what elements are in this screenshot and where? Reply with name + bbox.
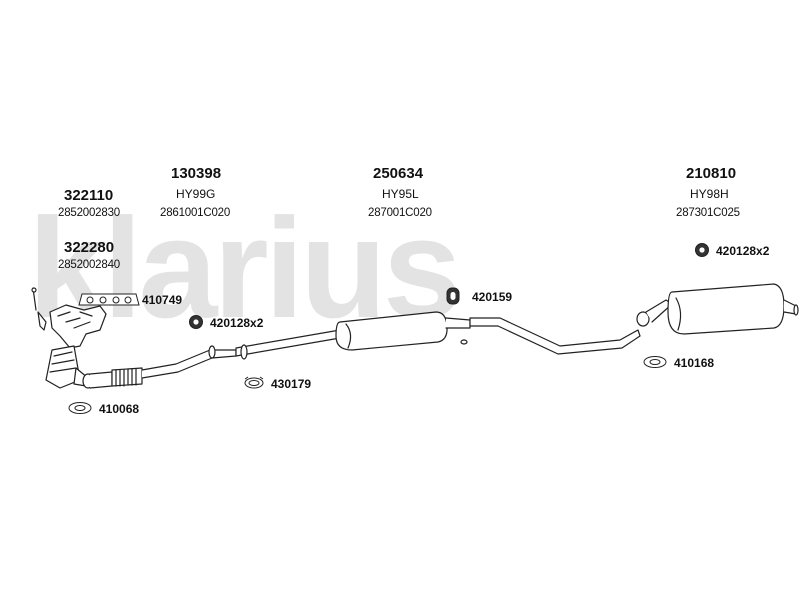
gasket-set-icon (78, 293, 140, 306)
fitting-label-410749: 410749 (142, 293, 183, 307)
ref-287301c025: 287301C025 (676, 207, 740, 219)
intermediate-pipe (235, 329, 341, 360)
fitting-label-410168: 410168 (674, 356, 715, 370)
part-number-250634: 250634 (373, 165, 424, 182)
front-pipe (82, 345, 237, 389)
code-hy98h: HY98H (690, 187, 729, 201)
clamp-ring-icon (244, 376, 264, 389)
ref-2852002830: 2852002830 (58, 207, 120, 219)
part-number-130398: 130398 (171, 165, 222, 182)
rear-silencer (636, 283, 799, 335)
ref-2852002840: 2852002840 (58, 259, 120, 271)
rear-connecting-pipe (469, 317, 641, 355)
fitting-label-420128x2-right: 420128x2 (716, 244, 770, 258)
ref-2861001c020: 2861001C020 (160, 207, 231, 219)
part-number-322280: 322280 (64, 239, 115, 256)
code-hy95l: HY95L (382, 187, 419, 201)
fitting-label-420128x2-left: 420128x2 (210, 316, 264, 330)
gasket-ring-icon (68, 402, 92, 414)
rubber-mount-icon (189, 315, 203, 329)
ref-287001c020: 287001C020 (368, 207, 432, 219)
fitting-label-430179: 430179 (271, 377, 312, 391)
gasket-ring-icon (643, 356, 667, 368)
fitting-label-420159: 420159 (472, 290, 513, 304)
rubber-hanger-icon (446, 287, 460, 305)
manifold-catalyst (31, 287, 107, 389)
rubber-mount-icon (695, 243, 709, 257)
part-number-322110: 322110 (64, 187, 114, 204)
part-number-210810: 210810 (686, 165, 737, 182)
code-hy99g: HY99G (176, 187, 216, 201)
fitting-label-410068: 410068 (99, 402, 140, 416)
centre-silencer (335, 311, 471, 351)
